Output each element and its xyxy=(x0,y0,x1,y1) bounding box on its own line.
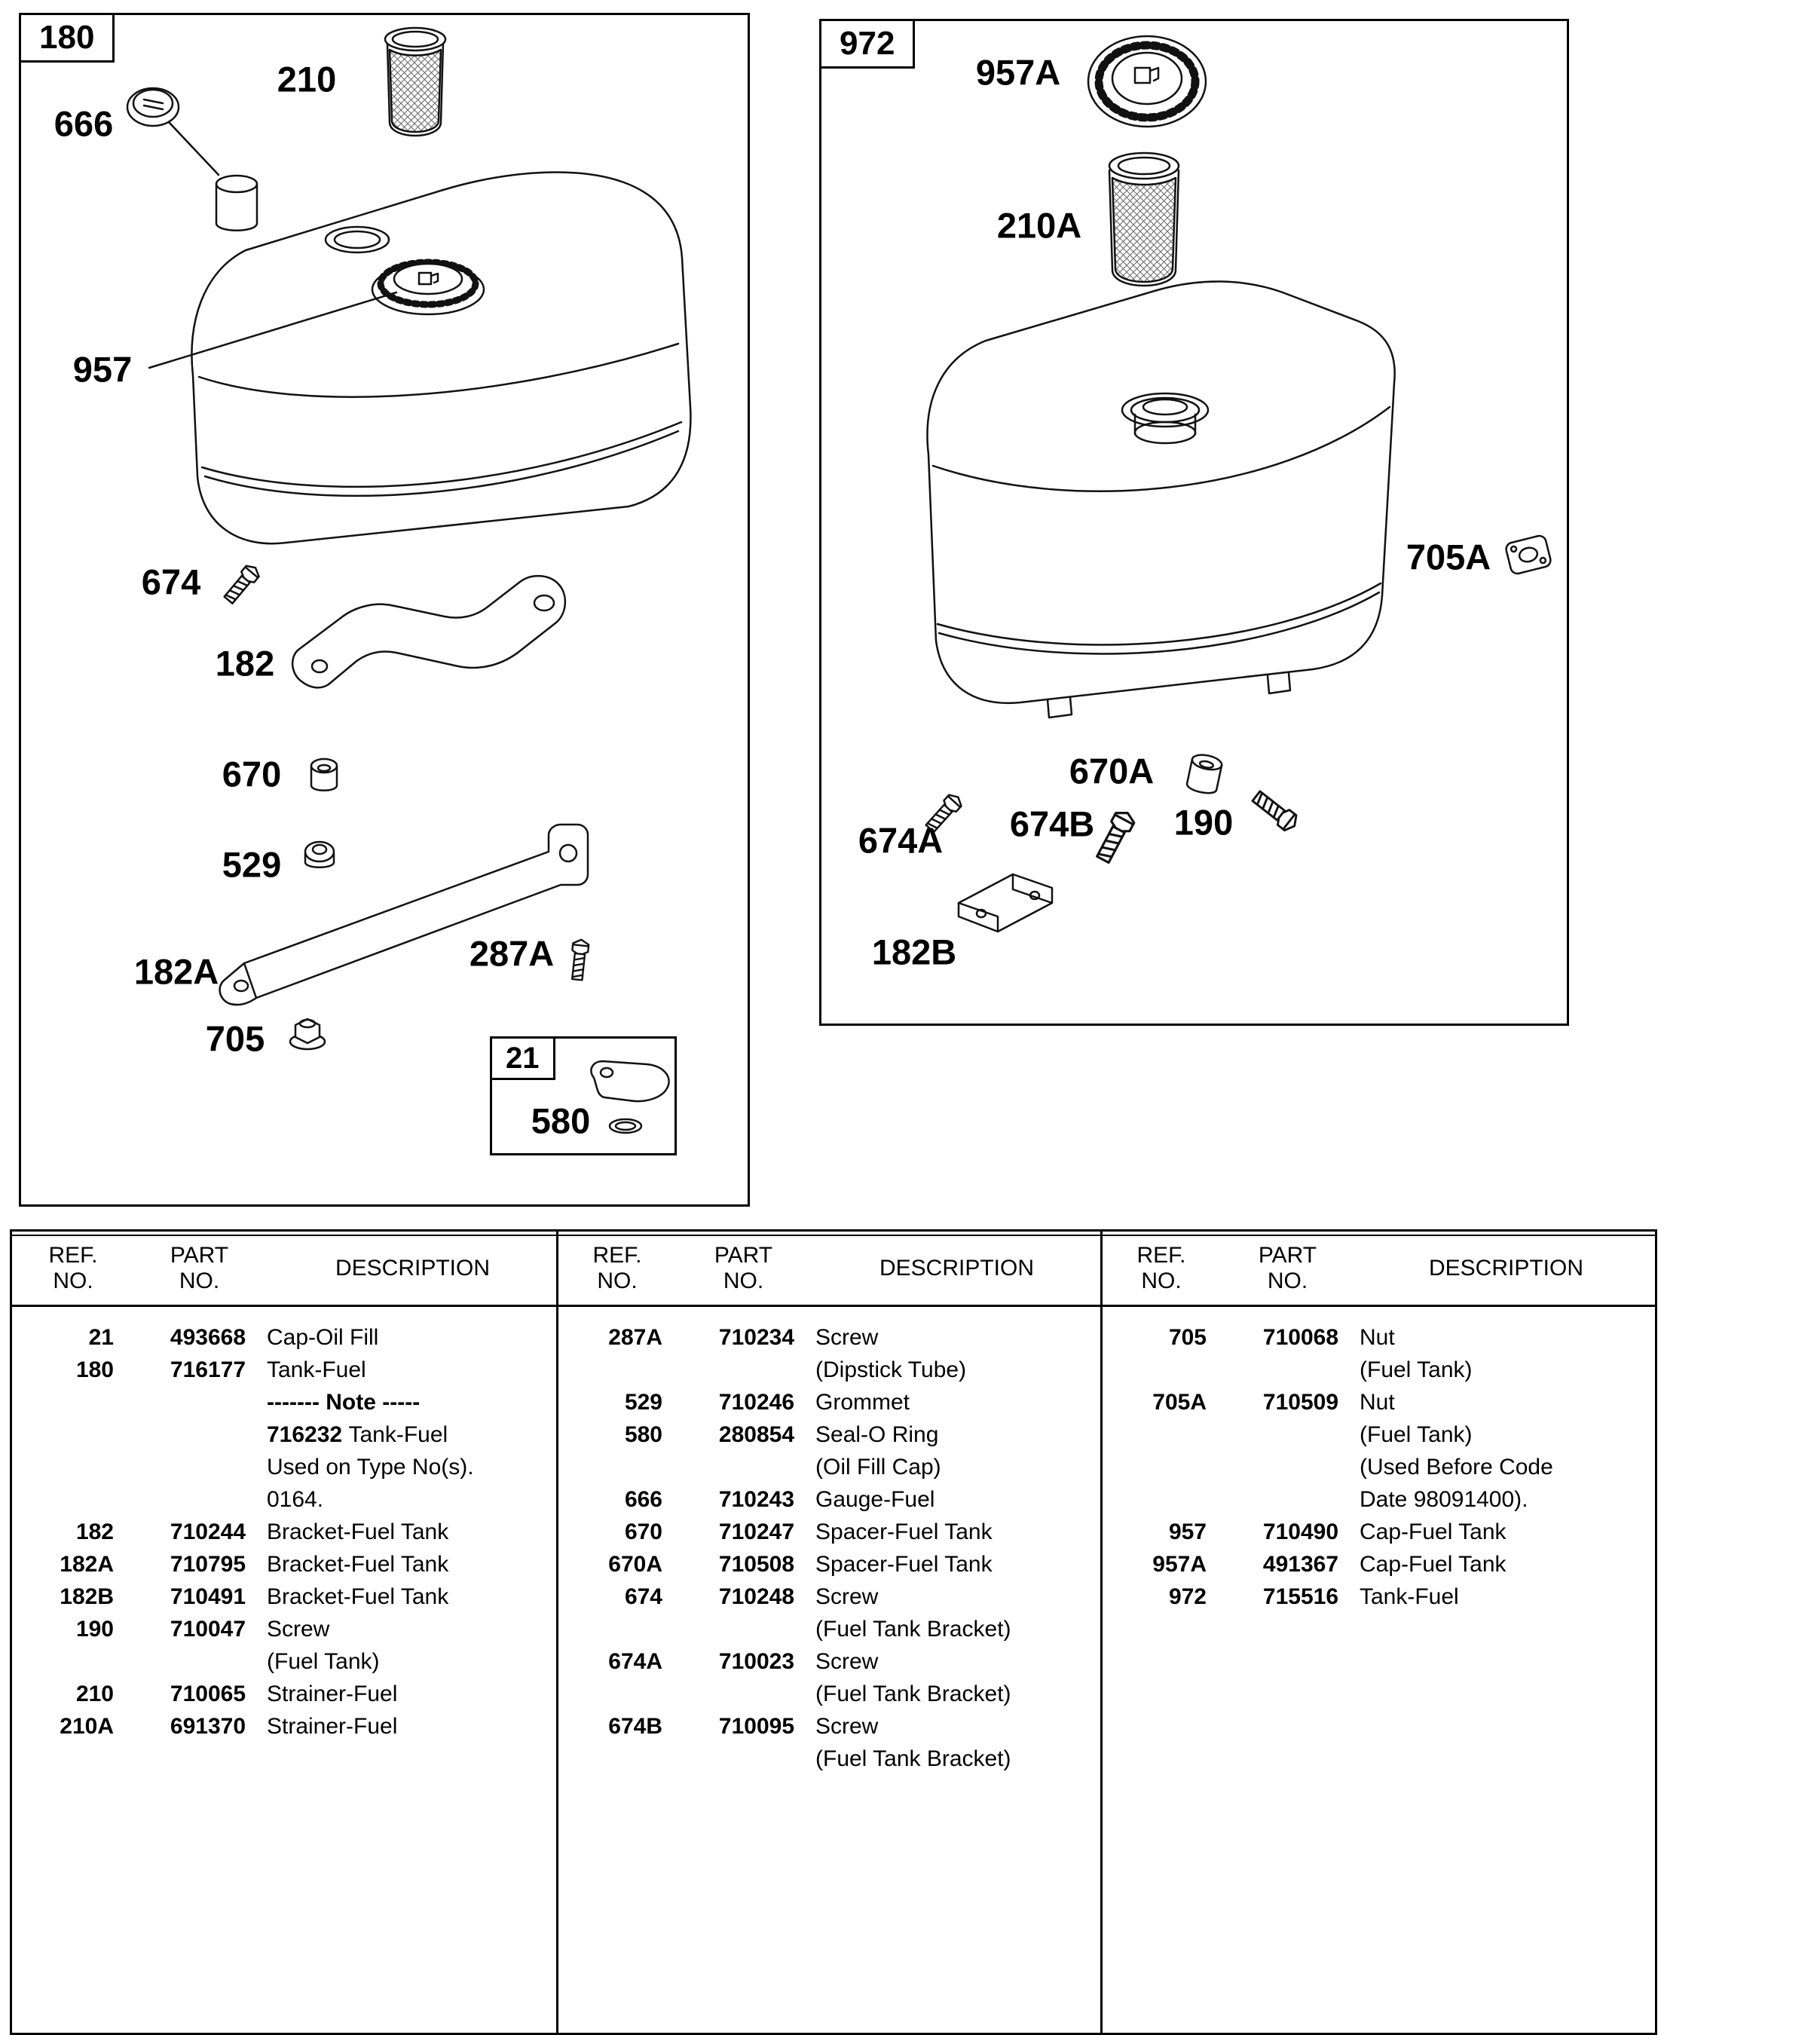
table-row: 0164. xyxy=(267,1487,324,1512)
screw-674-drawing xyxy=(221,561,263,607)
panel-label-972: 972 xyxy=(819,19,916,69)
table-row: (Fuel Tank) xyxy=(1360,1422,1473,1447)
table-row: (Fuel Tank) xyxy=(1360,1357,1473,1382)
header-ref-no: REF.NO. xyxy=(592,1242,642,1293)
table-row: (Oil Fill Cap) xyxy=(815,1455,941,1480)
nut-705A-drawing xyxy=(1505,534,1552,575)
leader-line-957 xyxy=(148,291,398,369)
diagram-panel-180: 180 xyxy=(19,13,750,1207)
cap-957A-drawing xyxy=(1087,35,1207,128)
exploded-view-972 xyxy=(922,35,1552,933)
table-row: (Dipstick Tube) xyxy=(815,1357,967,1382)
strainer-210-drawing xyxy=(384,26,447,137)
table-row: 716232 Tank-Fuel xyxy=(267,1422,448,1447)
bracket-182-drawing xyxy=(292,575,566,689)
screw-674A-drawing xyxy=(922,790,965,835)
inner-box-label-21: 21 xyxy=(490,1036,555,1080)
tank-972-drawing xyxy=(926,280,1396,719)
header-description: DESCRIPTION xyxy=(1428,1255,1584,1281)
nut-705-drawing xyxy=(289,1017,326,1051)
table-row: (Used Before Code xyxy=(1360,1455,1553,1480)
spacer-670-drawing xyxy=(310,757,338,791)
inner-box-21: 21 xyxy=(490,1036,677,1155)
screw-190-drawing xyxy=(1249,787,1302,835)
gauge-666-drawing xyxy=(126,87,258,231)
cap-21-drawing xyxy=(590,1060,670,1103)
strainer-210A-drawing xyxy=(1108,151,1180,287)
table-row: (Fuel Tank) xyxy=(267,1649,380,1674)
grommet-529-drawing xyxy=(304,840,335,868)
spacer-670A-drawing xyxy=(1185,754,1223,794)
table-row: (Fuel Tank Bracket) xyxy=(815,1682,1011,1706)
header-description: DESCRIPTION xyxy=(879,1255,1035,1281)
screw-674B-drawing xyxy=(1092,806,1138,866)
header-description: DESCRIPTION xyxy=(335,1255,491,1281)
column-divider xyxy=(556,1232,558,2033)
table-row: Date 98091400). xyxy=(1360,1487,1528,1512)
header-ref-no: REF.NO. xyxy=(48,1242,98,1293)
diagram-panel-972: 972 xyxy=(819,19,1569,1026)
tank-180-drawing xyxy=(148,171,692,545)
table-row: (Fuel Tank Bracket) xyxy=(815,1617,1011,1642)
bracket-182A-drawing xyxy=(219,823,589,1006)
table-row: (Fuel Tank Bracket) xyxy=(815,1746,1011,1771)
column-divider xyxy=(1100,1232,1103,2033)
bracket-182B-drawing xyxy=(957,873,1054,933)
screw-287A-drawing xyxy=(568,938,590,981)
header-ref-no: REF.NO. xyxy=(1136,1242,1186,1293)
table-row: ------- Note ----- xyxy=(267,1390,421,1415)
oring-580-drawing xyxy=(608,1118,643,1134)
table-row: Used on Type No(s). xyxy=(267,1455,474,1480)
exploded-view-180 xyxy=(126,26,692,1134)
panel-label-180: 180 xyxy=(19,13,115,63)
